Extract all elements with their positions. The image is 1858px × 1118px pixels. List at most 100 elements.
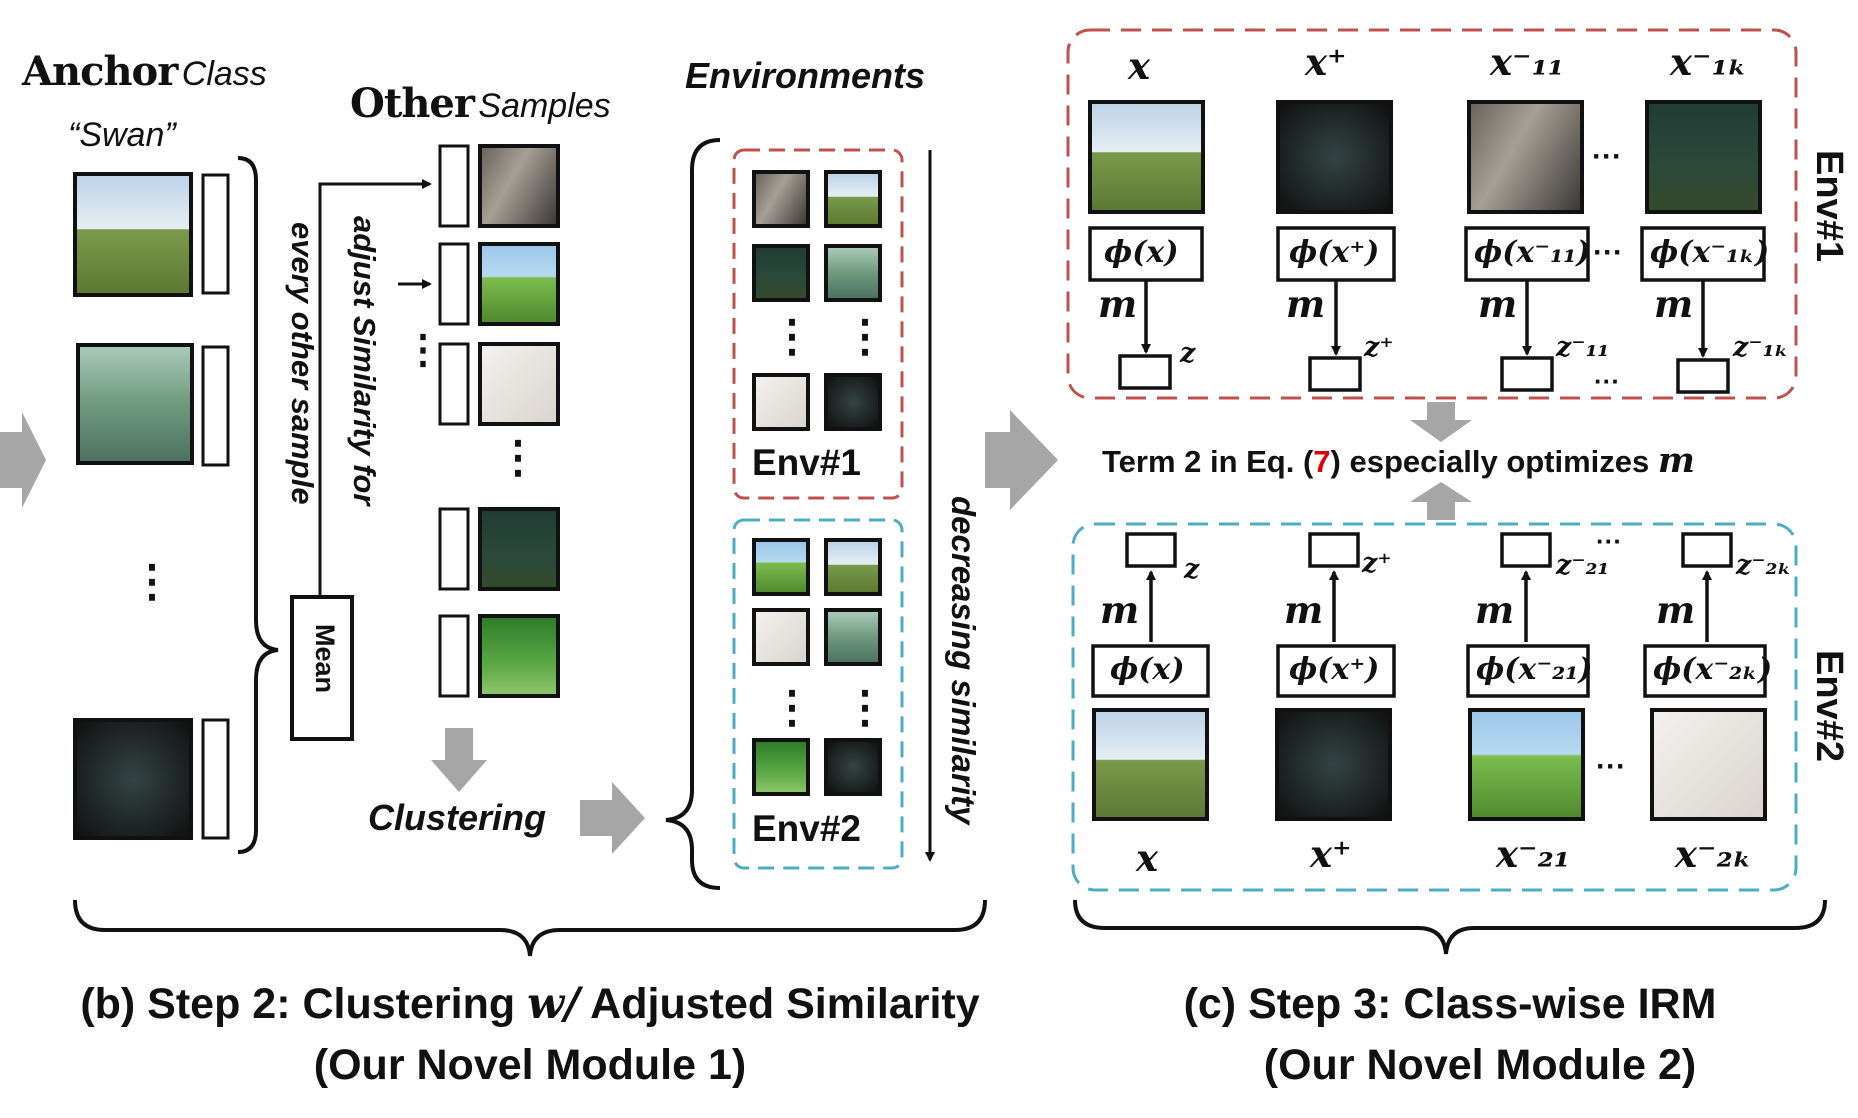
- step2-caption-suffix: Adjusted Similarity: [590, 980, 980, 1028]
- class-word: Class: [181, 55, 267, 93]
- env1-thumb-6: [824, 373, 882, 431]
- gray-arrow-up-term: [1410, 482, 1472, 520]
- env1-z-3: z⁻₁₁: [1556, 332, 1610, 363]
- env1-z-2: z⁺: [1364, 332, 1394, 363]
- env1-m-4: m: [1654, 282, 1694, 326]
- env1-phi-box-2: [1276, 226, 1396, 282]
- env2-phi-box-3: [1466, 644, 1590, 698]
- env1-thumb-3: [752, 244, 810, 302]
- other-dog-image: [478, 242, 560, 326]
- env2-phi-4: ϕ(x⁻₂ₖ): [1653, 652, 1773, 687]
- step2-caption-prefix: (b) Step 2: Clustering: [80, 980, 516, 1028]
- env1-image-x: [1088, 100, 1205, 214]
- env1-phi-box-3: [1464, 226, 1590, 282]
- env2-footer-2: x⁺: [1310, 832, 1352, 876]
- env2-phi-1: ϕ(x): [1110, 652, 1185, 687]
- other-ellipsis-2: ⋮: [496, 433, 540, 482]
- anchor-name: “Swan”: [68, 116, 176, 154]
- anchor-word: Anchor: [22, 48, 178, 95]
- env2-ellipsis-left: ⋮: [770, 683, 814, 732]
- env2-footer-4: x⁻₂ₖ: [1675, 832, 1753, 876]
- other-feature-1: [438, 144, 470, 228]
- env2-footer-1: x: [1136, 836, 1159, 880]
- decreasing-similarity-label: decreasing similarity: [945, 496, 982, 825]
- gray-arrow-step2-to-step3: [985, 410, 1058, 510]
- gray-arrow-clustering-right: [580, 782, 645, 854]
- env2-z-1: z: [1184, 554, 1200, 585]
- other-cat-image: [478, 342, 560, 426]
- adjust-arrow-line: [318, 179, 432, 597]
- env2-z-2: z⁺: [1362, 548, 1392, 579]
- step3-caption-line2: (Our Novel Module 2): [1263, 1041, 1697, 1089]
- step2-env2-label: Env#2: [752, 808, 862, 849]
- env1-m-3: m: [1478, 282, 1518, 326]
- anchor-swan-image-2: [76, 343, 194, 465]
- env2-thumb-5: [752, 738, 810, 796]
- term2-m: m: [1657, 440, 1695, 481]
- env1-header-1: x: [1128, 44, 1151, 88]
- env1-ellipsis-left: ⋮: [770, 312, 814, 361]
- mean-label: Mean: [310, 624, 340, 694]
- other-feature-2: [438, 242, 470, 326]
- env2-image-x-neg-2k: [1650, 708, 1767, 821]
- anchor-brace: [237, 156, 279, 854]
- gray-arrow-down-clustering: [431, 728, 487, 792]
- environments-title: Environments: [685, 55, 926, 96]
- env1-z-box-3: [1500, 356, 1554, 392]
- step3-env1-box: [1066, 28, 1798, 400]
- env2-thumb-3: [752, 608, 810, 666]
- env1-phi-1: ϕ(x): [1104, 235, 1179, 270]
- other-horse-image: [478, 507, 560, 591]
- step2-env1-label: Env#1: [752, 442, 862, 483]
- env1-ellipsis-z: ···: [1594, 366, 1620, 396]
- term2-post: ) especially optimizes: [1330, 444, 1650, 479]
- env1-thumb-4: [824, 244, 882, 302]
- environments-brace: [665, 138, 721, 890]
- gray-arrow-down-term: [1410, 402, 1472, 442]
- env2-m-2: m: [1284, 588, 1324, 632]
- env1-m-1: m: [1098, 282, 1138, 326]
- env2-thumb-4: [824, 608, 882, 666]
- gray-arrow-left: [0, 412, 46, 508]
- env1-phi-box-4: [1640, 226, 1766, 282]
- step2-caption-line1: (b) Step 2: Clustering w/ Adjusted Simil…: [75, 983, 985, 1026]
- env2-m-4: m: [1656, 588, 1696, 632]
- env1-z-box-1: [1118, 354, 1172, 390]
- env1-thumb-1: [752, 170, 810, 228]
- other-wolf-image: [478, 144, 560, 228]
- env2-thumb-2: [824, 538, 882, 596]
- step2-caption-line2: (Our Novel Module 1): [313, 1041, 747, 1089]
- env1-ellipsis-images: ···: [1592, 140, 1622, 173]
- env2-image-x-plus: [1275, 708, 1392, 821]
- env1-z-4: z⁻₁ₖ: [1733, 332, 1789, 363]
- env1-image-x-neg-1k: [1645, 100, 1762, 214]
- step3-env2-tag: Env#2: [1808, 650, 1850, 762]
- env2-phi-box-4: [1643, 644, 1767, 698]
- env1-header-3: x⁻₁₁: [1490, 40, 1564, 84]
- env2-image-x: [1092, 708, 1209, 821]
- term2-pre: Term 2 in Eq. (: [1102, 444, 1314, 479]
- env2-thumb-6: [824, 738, 882, 796]
- step2-caption-w: w/: [527, 979, 580, 1029]
- anchor-feature-2: [201, 345, 230, 467]
- other-samples-label: Other Samples: [350, 84, 611, 124]
- clustering-label: Clustering: [368, 797, 547, 838]
- other-feature-3: [438, 342, 470, 426]
- env2-phi-3: ϕ(x⁻₂₁): [1476, 652, 1593, 687]
- env1-phi-2: ϕ(x⁺): [1289, 235, 1380, 270]
- other-feature-4: [438, 507, 470, 591]
- env2-z-4: z⁻₂ₖ: [1736, 550, 1792, 581]
- other-word: Other: [350, 80, 475, 127]
- step2-env1-box: [732, 148, 904, 500]
- samples-word: Samples: [478, 87, 611, 125]
- env1-ellipsis-phi: ···: [1593, 236, 1623, 269]
- env1-z-1: z: [1180, 338, 1196, 369]
- env1-thumb-5: [752, 373, 810, 431]
- other-bird-image: [478, 614, 560, 698]
- env2-thumb-1: [752, 538, 810, 596]
- other-ellipsis-1: ⋮: [403, 328, 443, 372]
- env1-phi-4: ϕ(x⁻₁ₖ): [1650, 235, 1770, 270]
- env2-ellipsis-right: ⋮: [843, 683, 887, 732]
